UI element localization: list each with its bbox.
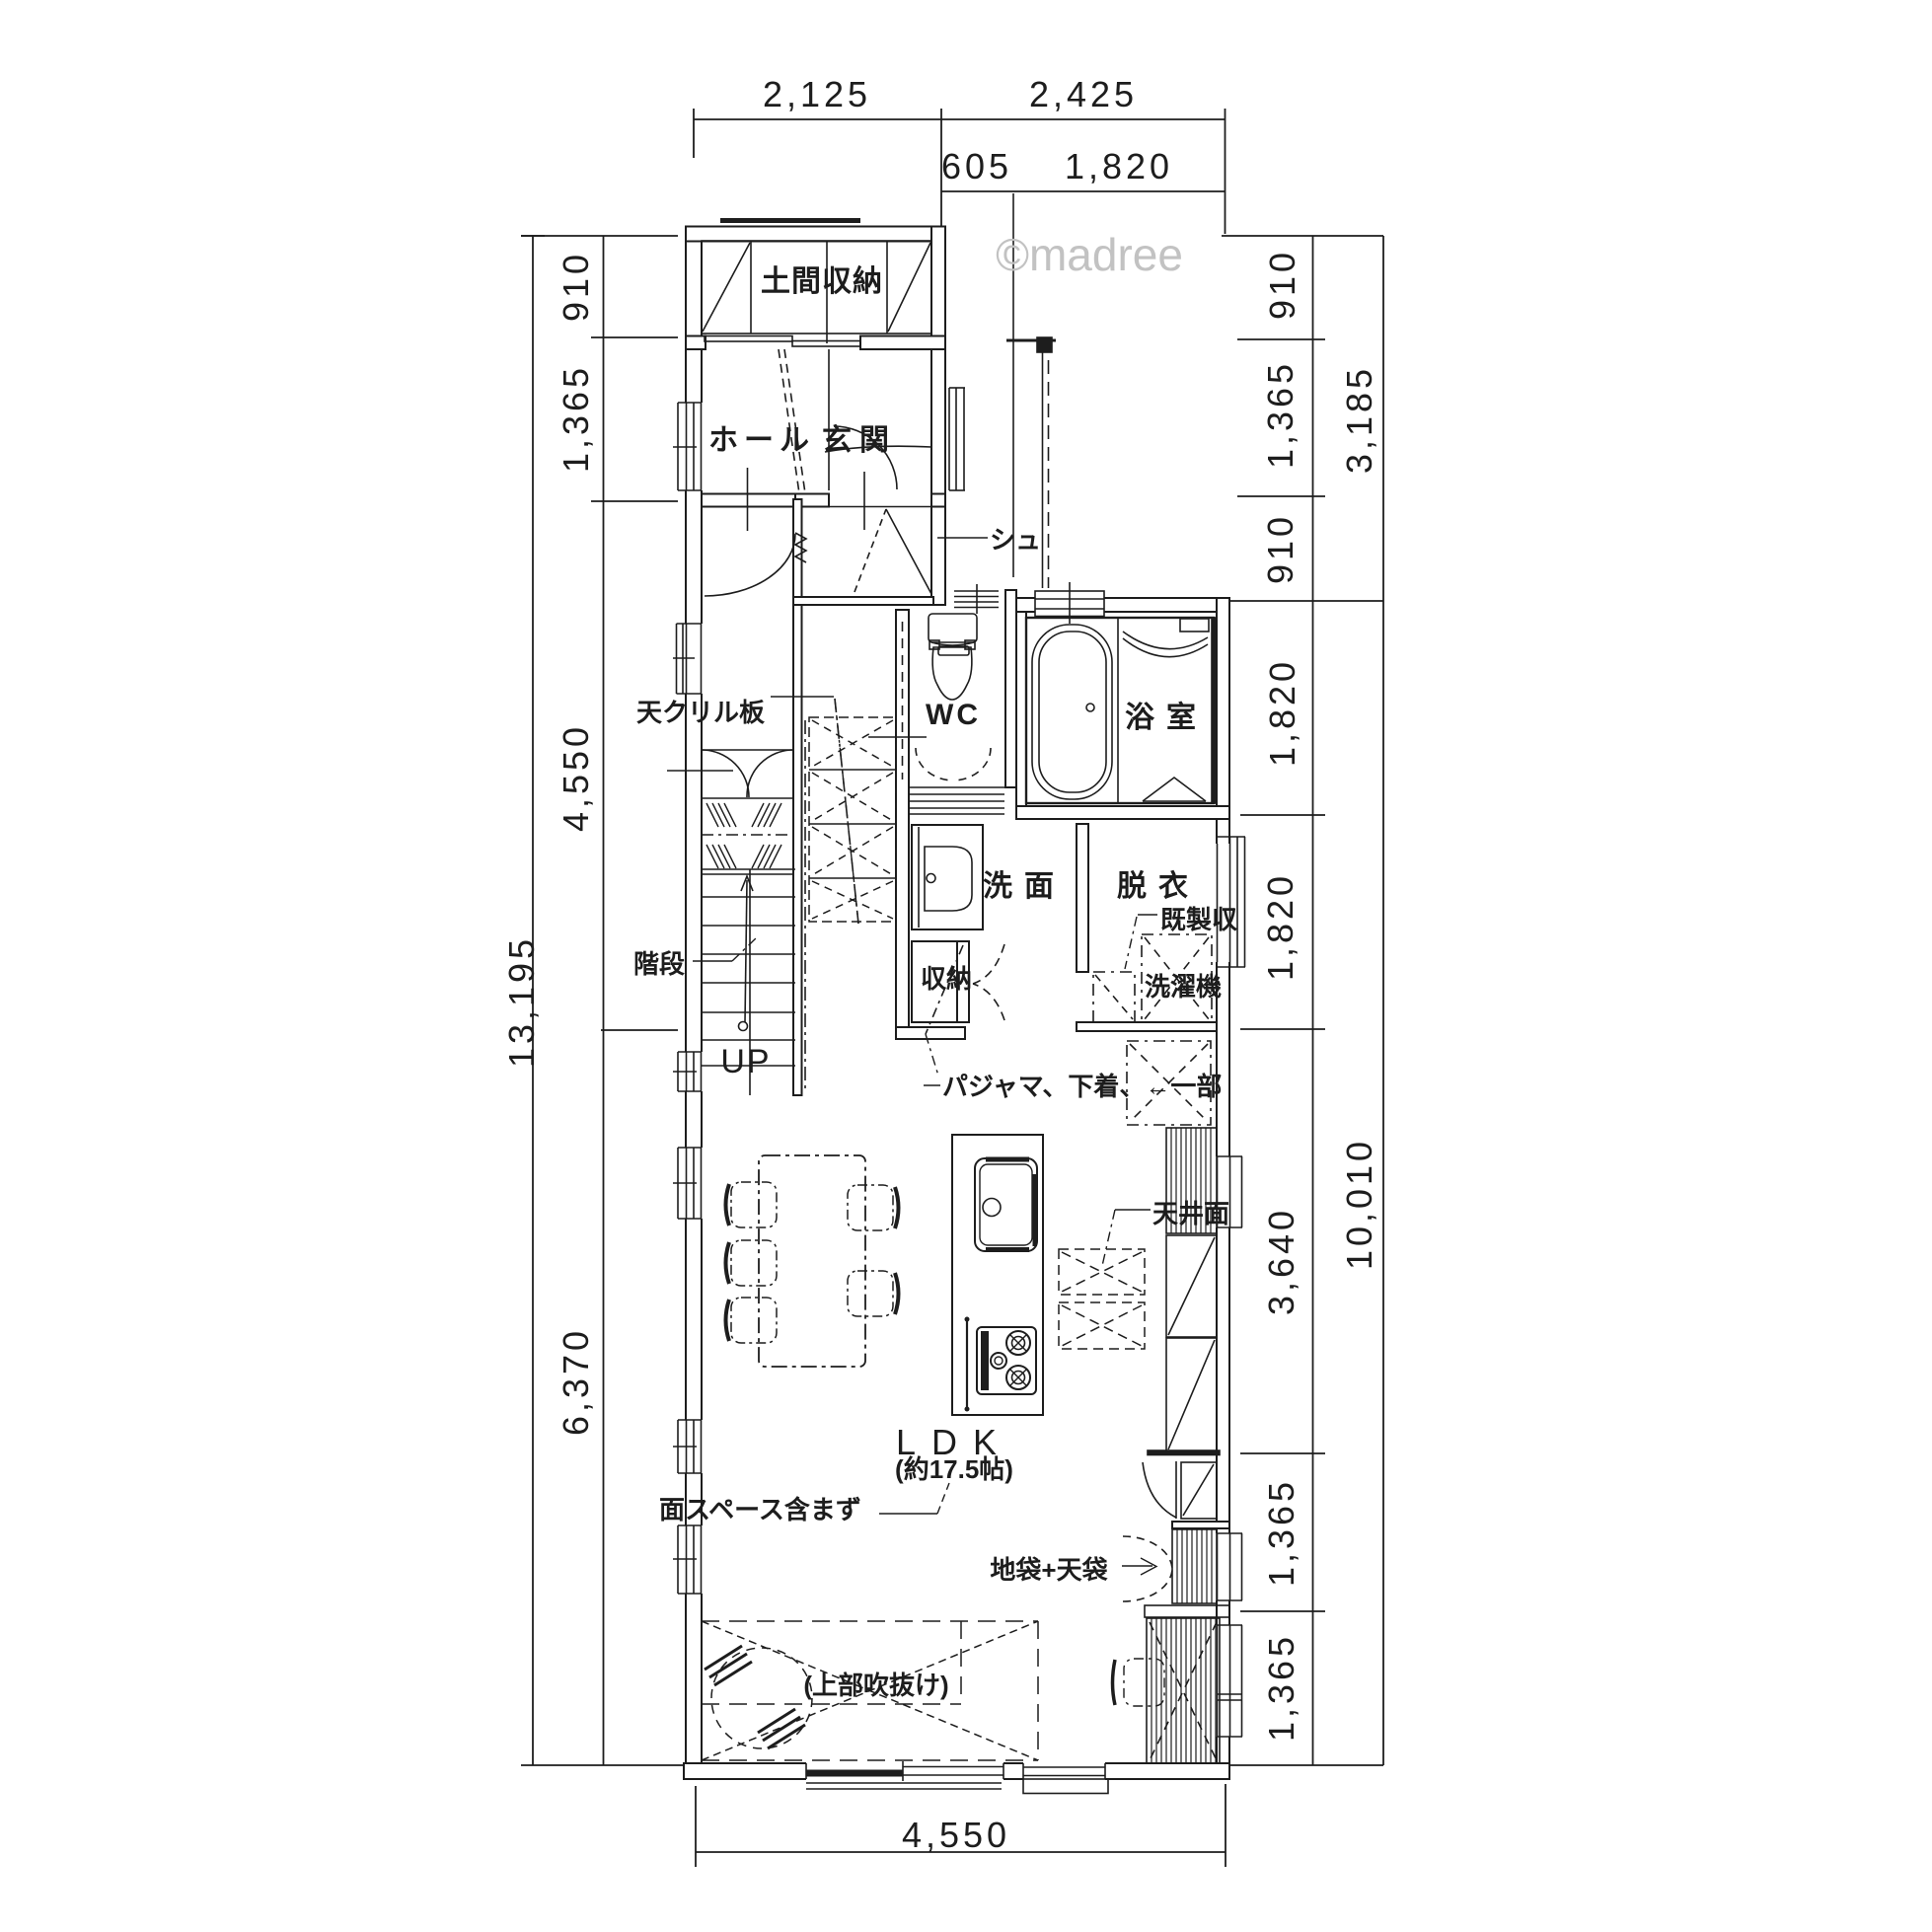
svg-text:地袋+天袋: 地袋+天袋	[990, 1555, 1108, 1585]
svg-text:©madree: ©madree	[996, 229, 1183, 280]
svg-text:ホール: ホール	[708, 424, 815, 457]
svg-text:パジャマ、下着、←一部: パジャマ、下着、←一部	[942, 1072, 1222, 1101]
svg-text:(上部吹抜け): (上部吹抜け)	[803, 1671, 948, 1700]
svg-text:910: 910	[556, 251, 596, 322]
svg-text:2,125: 2,125	[763, 74, 871, 114]
svg-text:UP: UP	[720, 1043, 771, 1080]
svg-text:13,195: 13,195	[501, 935, 542, 1068]
svg-text:1,820: 1,820	[1262, 658, 1302, 767]
svg-text:天井面: 天井面	[1152, 1199, 1229, 1228]
svg-text:LDK: LDK	[896, 1422, 1012, 1462]
svg-text:既製収: 既製収	[1160, 905, 1238, 934]
svg-text:面スペース含まず: 面スペース含まず	[659, 1495, 861, 1524]
svg-text:4,550: 4,550	[902, 1815, 1010, 1855]
svg-text:天クリル板: 天クリル板	[636, 698, 765, 727]
svg-text:WC: WC	[926, 699, 981, 731]
svg-text:階段: 階段	[633, 949, 685, 979]
svg-text:10,010: 10,010	[1339, 1138, 1379, 1270]
svg-text:605: 605	[941, 146, 1012, 186]
svg-text:1,365: 1,365	[556, 364, 596, 473]
svg-text:土間収納: 土間収納	[761, 265, 883, 298]
svg-text:洗面: 洗面	[983, 870, 1066, 903]
svg-text:3,640: 3,640	[1261, 1207, 1301, 1315]
svg-text:玄関: 玄関	[822, 423, 897, 457]
svg-text:洗濯機: 洗濯機	[1145, 972, 1222, 1002]
svg-text:1,365: 1,365	[1261, 1633, 1301, 1742]
svg-text:6,370: 6,370	[556, 1327, 596, 1436]
svg-text:910: 910	[1262, 249, 1302, 320]
svg-text:910: 910	[1260, 513, 1300, 584]
svg-text:1,365: 1,365	[1261, 1478, 1301, 1587]
svg-text:1,820: 1,820	[1065, 146, 1173, 186]
svg-text:脱衣: 脱衣	[1117, 870, 1200, 903]
svg-text:1,365: 1,365	[1260, 360, 1300, 469]
svg-text:シュ: シュ	[990, 525, 1041, 555]
svg-text:4,550: 4,550	[556, 723, 596, 832]
svg-text:2,425: 2,425	[1029, 74, 1138, 114]
svg-text:収納: 収納	[921, 964, 972, 994]
svg-text:1,820: 1,820	[1260, 872, 1300, 981]
svg-text:3,185: 3,185	[1339, 365, 1379, 474]
svg-text:浴室: 浴室	[1125, 701, 1208, 734]
svg-text:(約17.5帖): (約17.5帖)	[895, 1454, 1013, 1484]
